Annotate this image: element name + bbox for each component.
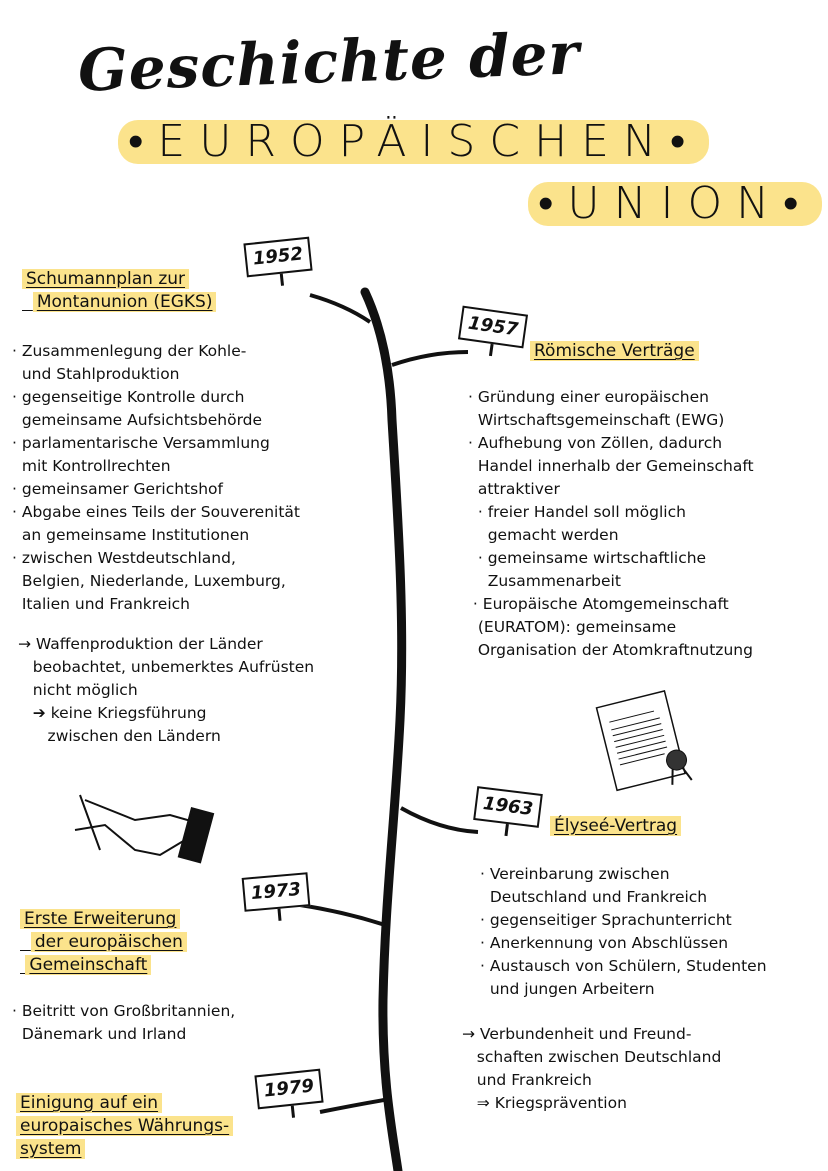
bullet: · Anerkennung von Abschlüssen [480, 934, 729, 952]
bullet: · Zusammenlegung der Kohle- und Stahlpro… [12, 342, 247, 383]
heading-line: Schumannplan zur [22, 269, 190, 289]
bullet: · zwischen Westdeutschland, Belgien, Nie… [12, 549, 286, 613]
branch-1963 [400, 806, 479, 834]
event-bullets-1957: · Gründung einer europäischen Wirtschaft… [468, 386, 754, 662]
branch-1952 [309, 293, 372, 324]
bullet: · gegenseitiger Sprachunterricht [480, 911, 732, 929]
bullet: · Austausch von Schülern, Studenten und … [480, 957, 767, 998]
branch-1979 [319, 1098, 385, 1114]
certificate-icon [595, 690, 693, 792]
year-sign-1979: 1979 [254, 1068, 324, 1110]
title-line2: •EUROPÄISCHEN• [118, 120, 710, 164]
timeline-line [360, 287, 407, 1171]
event-bullets-1952: · Zusammenlegung der Kohle- und Stahlpro… [12, 340, 300, 616]
bullet: · Beitritt von Großbritannien, Dänemark … [12, 1002, 236, 1043]
heading-line: europaisches Währungs- [16, 1116, 234, 1136]
bullet: · gemeinsamer Gerichtshof [12, 480, 223, 498]
event-heading-1957: Römische Verträge [530, 340, 699, 363]
bullet: · gegenseitige Kontrolle durch gemeinsam… [12, 388, 263, 429]
bullet: · Europäische Atomgemeinschaft (EURATOM)… [472, 595, 753, 659]
conclusion: → Waffenproduktion der Länder beobachtet… [18, 635, 315, 699]
conclusion: ➔ keine Kriegsführung zwischen den Lände… [32, 704, 221, 745]
event-conclusion-1963: → Verbundenheit und Freund- schaften zwi… [462, 1023, 721, 1115]
bullet: · freier Handel soll möglich gemacht wer… [477, 503, 686, 544]
heading-line: Gemeinschaft [25, 955, 152, 975]
event-bullets-1963: · Vereinbarung zwischen Deutschland und … [480, 863, 767, 1001]
heading-line: der europäischen [30, 932, 187, 952]
year-sign-1952: 1952 [243, 236, 313, 278]
event-heading-1979: Einigung auf ein europaisches Währungs-sy… [16, 1092, 234, 1161]
event-heading-1952: Schumannplan zur Montanunion (EGKS) [22, 268, 217, 314]
event-conclusion-1952: → Waffenproduktion der Länder beobachtet… [18, 633, 314, 748]
branch-1957 [391, 350, 469, 367]
bullet: · gemeinsame wirtschaftliche Zusammenarb… [477, 549, 707, 590]
event-heading-1973: Erste Erweiterung der europäischen Gemei… [20, 908, 187, 977]
event-bullets-1973: · Beitritt von Großbritannien, Dänemark … [12, 1000, 235, 1046]
bullet: · Abgabe eines Teils der Souverenität an… [12, 503, 301, 544]
branch-1973 [299, 903, 386, 927]
heading-line: Römische Verträge [530, 341, 699, 361]
heading-line: Einigung auf ein [16, 1093, 163, 1113]
bullet: · Vereinbarung zwischen Deutschland und … [480, 865, 708, 906]
handshake-icon [74, 794, 215, 864]
event-heading-1963: Élyseé-Vertrag [550, 815, 682, 838]
bullet: · Gründung einer europäischen Wirtschaft… [468, 388, 725, 429]
heading-line: Montanunion (EGKS) [32, 292, 217, 312]
title-line3: •UNION• [528, 182, 823, 226]
heading-line: Élyseé-Vertrag [550, 816, 682, 836]
bullet: · Aufhebung von Zöllen, dadurch Handel i… [468, 434, 754, 498]
bullet: · parlamentarische Versammlung mit Kontr… [12, 434, 270, 475]
heading-line: Erste Erweiterung [20, 909, 181, 929]
year-sign-1973: 1973 [241, 872, 311, 912]
heading-line: system [16, 1139, 86, 1159]
conclusion: → Verbundenheit und Freund- schaften zwi… [462, 1025, 722, 1112]
